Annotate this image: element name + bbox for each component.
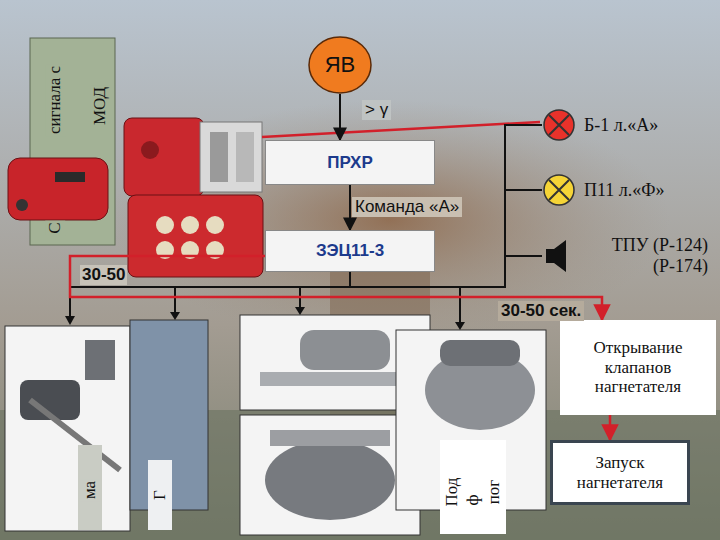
node-text: Запуск нагнетателя: [559, 453, 681, 492]
timing-label: 30-50: [80, 265, 127, 285]
control-linkage-photo: [5, 326, 130, 531]
lamp-indicator: П11 л.«Ф»: [542, 172, 712, 208]
action-box: Открывание клапанов нагнетателя: [560, 320, 716, 415]
connector: [339, 94, 341, 140]
caption-panel: [78, 445, 102, 530]
node-text: Открывание клапанов нагнетателя: [566, 338, 710, 397]
node-text: ЯВ: [325, 52, 356, 77]
edge-label: > γ: [362, 100, 391, 120]
action-box: Запуск нагнетателя: [550, 440, 690, 505]
node-text: Б-1 л.«А»: [584, 115, 658, 136]
lamp-cross: [549, 115, 569, 135]
node-text: П11 л.«Ф»: [584, 180, 665, 201]
device-box: ПРХР: [265, 140, 435, 185]
leader-line: [262, 122, 540, 137]
device-box: ЗЭЦ11-3: [265, 230, 435, 272]
connector: [609, 415, 612, 440]
blower-machine-photo: [240, 415, 420, 535]
partial-caption: МОД: [90, 85, 110, 127]
explosion-outline: [309, 37, 371, 93]
lamp-indicator: Б-1 л.«А»: [542, 108, 712, 142]
control-bus: [70, 287, 505, 324]
lamp-circle: [544, 175, 574, 205]
partial-caption: Под: [442, 476, 462, 509]
lamp-circle: [544, 110, 574, 140]
partial-caption: ма: [80, 479, 100, 501]
connector: [349, 185, 351, 230]
bus-arrowheads: [65, 307, 465, 330]
zec-device: [128, 195, 263, 277]
prhr-device: [124, 118, 262, 196]
caption-panel: [148, 460, 172, 530]
partial-caption: Г: [150, 488, 170, 502]
partial-caption: пог: [484, 478, 504, 507]
speaker-symbol: [546, 240, 566, 272]
sensor-device: [8, 158, 108, 220]
partial-caption: ф: [463, 492, 483, 507]
edge-label: Команда «А»: [352, 197, 462, 217]
radio-indicator: ТПУ (Р-124) (Р-174): [542, 228, 712, 284]
node-text: ПРХР: [327, 153, 373, 173]
edge-label: 30-50 сек.: [498, 301, 584, 321]
node-text: ЗЭЦ11-3: [316, 241, 384, 261]
partial-caption: сигнала с: [45, 64, 65, 136]
caption-panel: [440, 440, 506, 534]
lamp-cross: [549, 180, 569, 200]
node-text: ТПУ (Р-124) (Р-174): [578, 235, 708, 276]
partial-caption: С: [45, 220, 65, 235]
explosion-circle: ЯВ: [308, 36, 372, 94]
